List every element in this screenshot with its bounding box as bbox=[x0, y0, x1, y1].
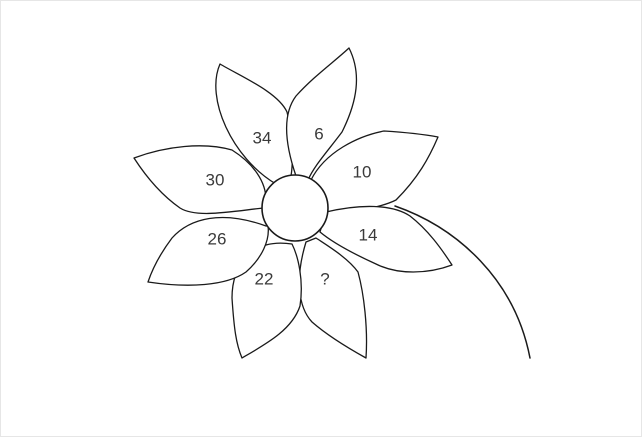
petal-number-left-upper: 30 bbox=[206, 171, 225, 190]
petal-number-right-lower: 14 bbox=[359, 226, 378, 245]
petal-number-top-left: 34 bbox=[253, 129, 272, 148]
petal-number-bottom-right: ? bbox=[320, 270, 329, 289]
petal-number-right-upper: 10 bbox=[353, 163, 372, 182]
flower-center bbox=[262, 175, 328, 241]
petal-number-top-right: 6 bbox=[314, 125, 323, 144]
petal-number-bottom-left: 22 bbox=[255, 270, 274, 289]
petal-number-left-lower: 26 bbox=[208, 230, 227, 249]
